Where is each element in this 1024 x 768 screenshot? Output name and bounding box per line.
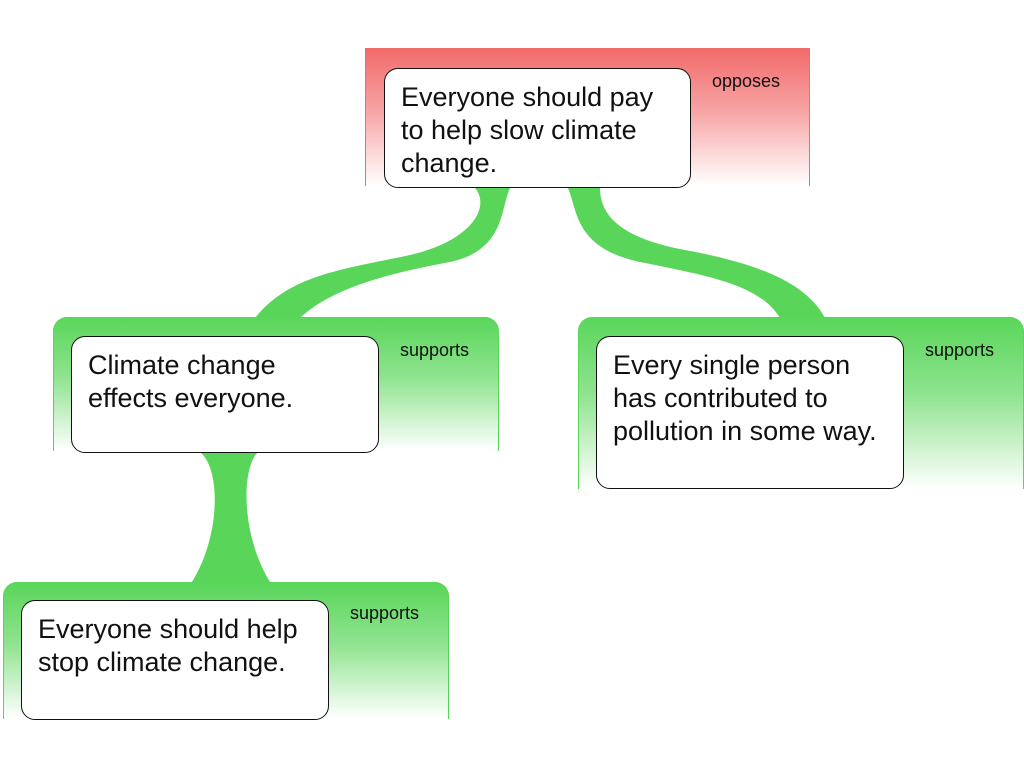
relation-label: supports	[400, 340, 470, 360]
claim-text: Every single person has contributed to p…	[613, 350, 877, 446]
relation-label: opposes	[712, 71, 781, 91]
claim-text: Climate change effects everyone.	[88, 350, 294, 413]
claim-text: Everyone should help stop climate change…	[38, 614, 298, 677]
support-claim-box[interactable]: Climate change effects everyone.	[71, 336, 379, 453]
connector-support-1-to-support-1-1	[190, 452, 272, 585]
support-claim-box[interactable]: Every single person has contributed to p…	[596, 336, 904, 489]
support-claim-box[interactable]: Everyone should help stop climate change…	[21, 600, 329, 720]
claim-text: Everyone should pay to help slow climate…	[401, 82, 654, 178]
relation-label: supports	[350, 603, 420, 623]
connector-root-to-support-1	[255, 188, 510, 318]
root-claim-box[interactable]: Everyone should pay to help slow climate…	[384, 68, 691, 188]
connector-root-to-support-2	[568, 188, 825, 318]
relation-label: supports	[925, 340, 995, 360]
